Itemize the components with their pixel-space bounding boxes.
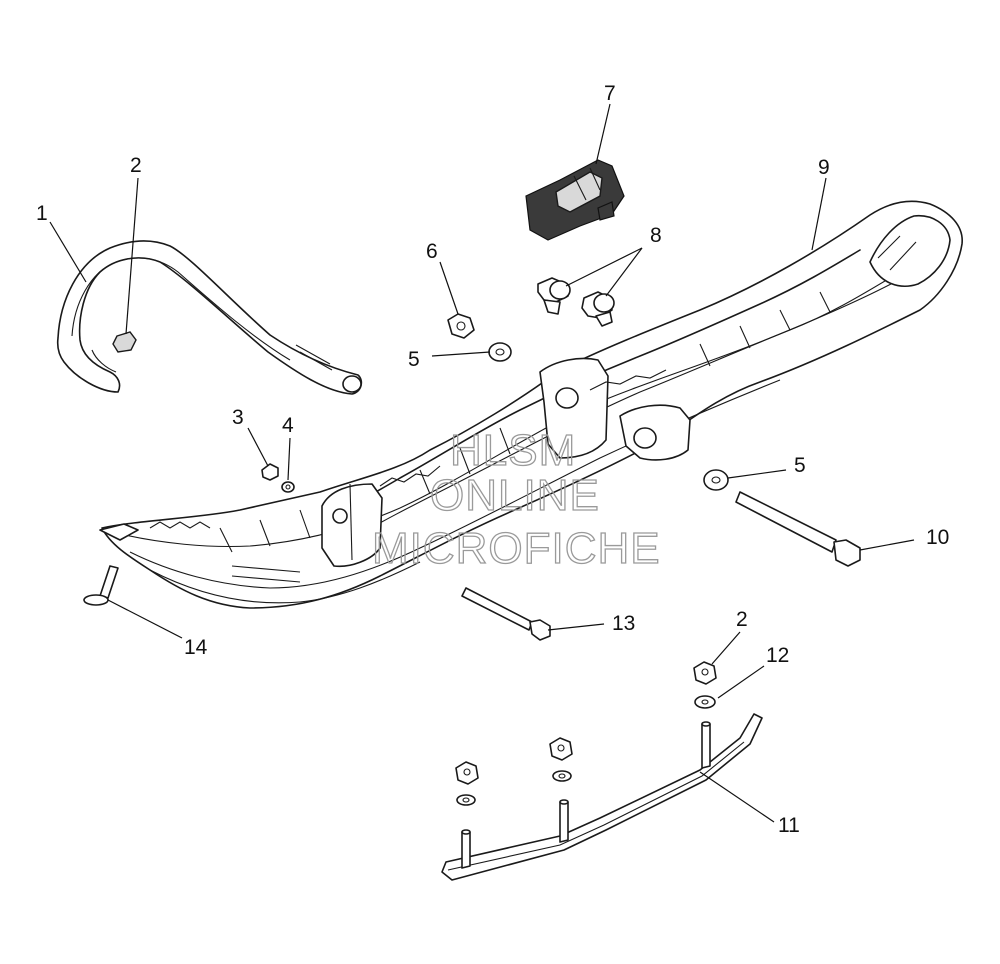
watermark-line-1: HLSM (450, 426, 576, 475)
leader-lines (49, 103, 915, 823)
bushing-right (581, 291, 615, 327)
callout-12: 12 (766, 644, 789, 667)
callout-5-upper: 5 (408, 348, 420, 371)
callout-6: 6 (426, 240, 438, 263)
spindle-nut (447, 313, 475, 339)
spindle-bolt (735, 491, 861, 567)
wear-bar-nuts (455, 661, 717, 806)
wear-bar (441, 713, 763, 881)
callout-11: 11 (778, 814, 800, 837)
ski-loop-handle (56, 240, 363, 395)
callout-2-upper: 2 (130, 154, 142, 177)
callout-10: 10 (926, 526, 949, 549)
ski-saddle (525, 159, 625, 241)
washer-lower (703, 469, 729, 491)
callout-4: 4 (282, 414, 294, 437)
tip-pin (83, 565, 119, 606)
callout-14: 14 (184, 636, 208, 659)
rear-bolt (461, 587, 551, 641)
nut-upper (112, 331, 137, 353)
callouts: 1 2 3 4 5 5 6 7 8 9 10 11 12 2 13 14 (36, 82, 949, 837)
watermark: HLSM ONLINE MICROFICHE (371, 425, 661, 573)
callout-2-lower: 2 (736, 608, 748, 631)
callout-5-lower: 5 (794, 454, 806, 477)
callout-13: 13 (612, 612, 635, 635)
bushing-left (537, 277, 571, 315)
callout-8: 8 (650, 224, 662, 247)
callout-1: 1 (36, 202, 48, 225)
ski-body (99, 200, 963, 609)
callout-7: 7 (604, 82, 616, 105)
watermark-line-2: ONLINE (430, 471, 600, 520)
washer-small (281, 481, 295, 493)
callout-3: 3 (232, 406, 244, 429)
washer-upper (488, 342, 512, 362)
callout-9: 9 (818, 156, 830, 179)
nut-small (261, 463, 279, 481)
watermark-line-3: MICROFICHE (372, 524, 661, 573)
